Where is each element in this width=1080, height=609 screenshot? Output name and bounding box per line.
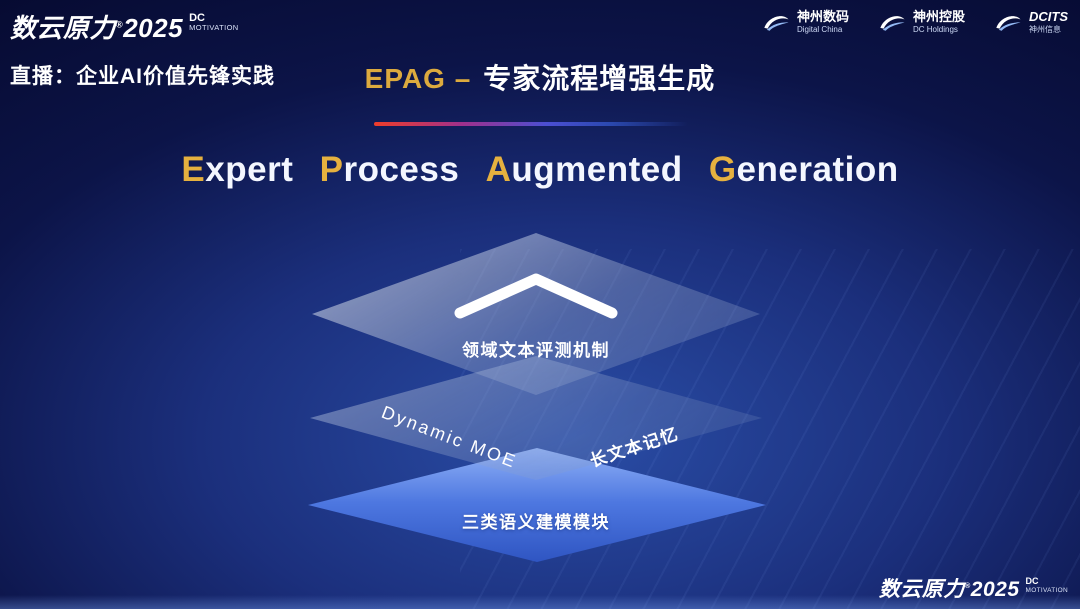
top-layer-label: 领域文本评测机制 — [462, 341, 610, 360]
partner-digital-china: 神州数码 Digital China — [761, 9, 849, 34]
brand-suffix-dc: DC — [1025, 576, 1039, 586]
headline: Expert Process Augmented Generation — [0, 150, 1080, 190]
partner-subtitle: 神州信息 — [1029, 24, 1061, 34]
swoosh-bird-icon — [880, 16, 905, 31]
headline-word: Process — [319, 150, 460, 189]
brand-logo-top: 数云原力®2025 DC MOTIVATION — [10, 8, 239, 45]
partner-text: 神州数码 Digital China — [796, 9, 849, 34]
partner-text: 神州控股 DC Holdings — [912, 9, 965, 34]
slide-title-chinese: 专家流程增强生成 — [483, 63, 716, 94]
headline-word: Generation — [708, 150, 899, 189]
partner-dcits: DCITS 神州信息 — [993, 9, 1068, 34]
partner-name: 神州数码 — [796, 9, 849, 24]
brand-wordmark: 数云原力®2025 — [878, 578, 1020, 601]
partner-subtitle: Digital China — [796, 24, 843, 34]
title-gradient-underline — [374, 122, 688, 126]
bottom-glow — [0, 595, 1080, 609]
partner-name: 神州控股 — [912, 9, 965, 24]
partner-logos: 神州数码 Digital China 神州控股 DC Holdings DCIT… — [761, 9, 1068, 34]
slide-title-acronym: EPAG – — [364, 63, 472, 94]
brand-suffix-motivation: MOTIVATION — [1025, 586, 1068, 594]
bottom-layer-label: 三类语义建模模块 — [462, 513, 610, 532]
partner-dc-holdings: 神州控股 DC Holdings — [877, 9, 965, 34]
brand-suffix-dc: DC — [189, 12, 205, 24]
chevron-up-icon — [452, 270, 620, 320]
partner-name: DCITS — [1029, 9, 1068, 24]
swoosh-bird-icon — [996, 16, 1021, 31]
partner-text: DCITS 神州信息 — [1029, 9, 1068, 34]
brand-logo-footer: 数云原力®2025 DC MOTIVATION — [879, 573, 1068, 603]
live-stream-label: 直播：企业AI价值先锋实践 — [10, 65, 275, 88]
brand-suffix: DC MOTIVATION — [189, 12, 239, 32]
swoosh-bird-icon — [764, 16, 789, 31]
brand-wordmark: 数云原力®2025 — [10, 13, 184, 43]
slide-title: EPAG – 专家流程增强生成 — [0, 57, 1080, 97]
headline-word: Expert — [181, 150, 294, 189]
partner-subtitle: DC Holdings — [912, 24, 958, 34]
brand-suffix-motivation: MOTIVATION — [189, 23, 239, 33]
brand-suffix: DC MOTIVATION — [1025, 576, 1068, 594]
headline-word: Augmented — [485, 150, 683, 189]
